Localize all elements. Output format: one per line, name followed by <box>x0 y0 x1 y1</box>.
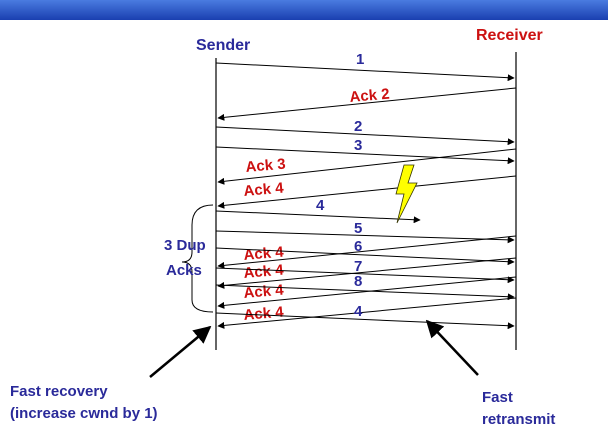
dup-acks-brace <box>181 204 214 313</box>
fast-recovery-label-line1: Fast recovery <box>10 383 108 400</box>
fast-retransmit-pointer <box>425 319 479 376</box>
dup-ack-1-arrow <box>217 235 517 269</box>
segment-3-label: 3 <box>354 137 362 154</box>
lightning-icon <box>395 164 418 224</box>
segment-4-lost-label: 4 <box>316 197 325 214</box>
dup-ack-3-label: Ack 4 <box>243 282 285 302</box>
dup-ack-2-arrow <box>217 257 517 289</box>
segment-4-retransmit-arrow <box>215 312 515 330</box>
segment-6-arrow <box>215 247 515 266</box>
dup-ack-4-arrow <box>217 297 517 329</box>
segment-4-lost-arrow <box>215 210 421 224</box>
header-bar <box>0 0 608 20</box>
segment-1-arrow <box>215 62 515 82</box>
segment-8-label: 8 <box>354 273 362 290</box>
segment-7-arrow <box>215 267 515 284</box>
segment-7-label: 7 <box>354 258 362 275</box>
ack-3-label: Ack 3 <box>245 156 286 176</box>
fast-recovery-label-line2: (increase cwnd by 1) <box>10 405 158 422</box>
sender-label: Sender <box>196 37 250 54</box>
segment-2-arrow <box>215 126 515 146</box>
ack-2-arrow <box>217 87 517 121</box>
dup-acks-label-line1: 3 Dup <box>164 237 206 254</box>
dup-acks-label-line2: Acks <box>166 262 202 279</box>
segment-3-arrow <box>215 146 515 165</box>
ack-3-arrow <box>217 148 517 185</box>
dup-ack-2-label: Ack 4 <box>243 262 285 282</box>
ack-4-arrow <box>217 175 517 209</box>
ack-4-label: Ack 4 <box>243 180 285 200</box>
fast-retransmit-label-line1: Fast <box>482 389 513 406</box>
dup-ack-4-label: Ack 4 <box>243 304 285 324</box>
fast-retransmit-label-line2: retransmit <box>482 411 555 428</box>
segment-5-label: 5 <box>354 220 362 237</box>
segment-5-arrow <box>215 230 515 244</box>
segment-8-arrow <box>215 284 515 301</box>
ack-2-label: Ack 2 <box>349 86 390 106</box>
receiver-label: Receiver <box>476 27 543 44</box>
segment-2-label: 2 <box>354 118 362 135</box>
segment-1-label: 1 <box>356 51 364 68</box>
fast-recovery-pointer <box>149 325 212 378</box>
segment-4-retransmit-label: 4 <box>354 303 363 320</box>
dup-ack-1-label: Ack 4 <box>243 244 285 264</box>
segment-6-label: 6 <box>354 238 362 255</box>
